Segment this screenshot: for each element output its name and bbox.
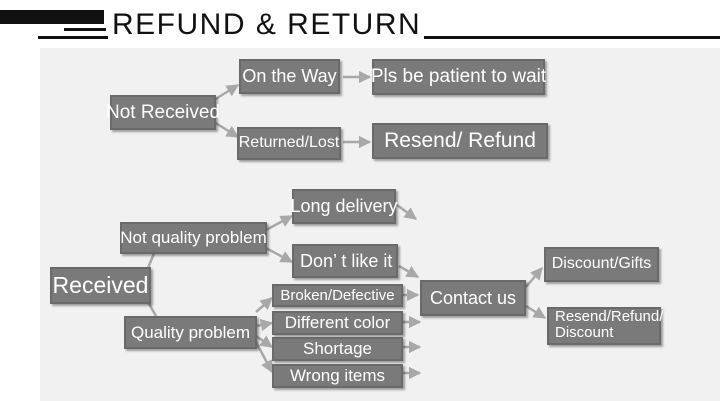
arrow-long-delivery-out xyxy=(396,203,418,221)
node-resend-refund-discount: Resend/Refund/ Discount xyxy=(547,307,664,345)
arrow-received-to-quality xyxy=(146,301,158,317)
arrow-not-quality-to-dont-like xyxy=(265,246,294,264)
arrow-contact-to-discount xyxy=(525,267,543,288)
node-wrong-items: Wrong items xyxy=(272,364,403,388)
header-black-bar xyxy=(0,10,104,24)
node-resend-refund-discount-line1: Resend/Refund/ xyxy=(555,308,664,325)
header-rule-left xyxy=(38,36,108,39)
header-rule-short xyxy=(64,28,106,31)
arrow-quality-to-broken xyxy=(255,297,273,313)
arrow-quality-to-shortage xyxy=(255,334,274,349)
node-not-quality-problem: Not quality problem xyxy=(120,222,267,254)
node-contact-us: Contact us xyxy=(420,280,526,316)
node-resend-refund-discount-line2: Discount xyxy=(555,323,614,341)
header-rule-right xyxy=(424,36,720,39)
node-discount-gifts: Discount/Gifts xyxy=(544,247,659,282)
arrow-not-received-to-returned-lost xyxy=(213,120,240,139)
arrow-not-quality-to-long-delivery xyxy=(265,214,294,232)
node-long-delivery: Long delivery xyxy=(290,189,398,224)
node-different-color: Different color xyxy=(272,311,403,335)
node-returned-lost: Returned/Lost xyxy=(237,127,341,160)
node-resend-refund: Resend/ Refund xyxy=(372,123,548,159)
node-on-the-way: On the Way xyxy=(239,59,340,94)
node-not-received: Not Received xyxy=(106,95,220,130)
arrow-contact-to-resend-refund-discount xyxy=(525,304,547,320)
arrow-quality-to-wrong-items xyxy=(254,341,274,374)
node-pls-be-patient: Pls be patient to wait xyxy=(371,59,546,95)
node-dont-like-it: Don’ t like it xyxy=(292,244,398,278)
header: REFUND & RETURN xyxy=(0,0,720,50)
arrow-not-received-to-on-the-way xyxy=(213,83,240,102)
arrow-dont-like-to-contact xyxy=(398,264,420,279)
node-quality-problem: Quality problem xyxy=(124,316,257,349)
node-broken-defective: Broken/Defective xyxy=(272,284,403,307)
node-shortage: Shortage xyxy=(272,337,403,361)
node-received: Received xyxy=(50,267,151,304)
arrow-quality-to-different-color xyxy=(255,318,274,332)
page-title: REFUND & RETURN xyxy=(112,8,422,41)
